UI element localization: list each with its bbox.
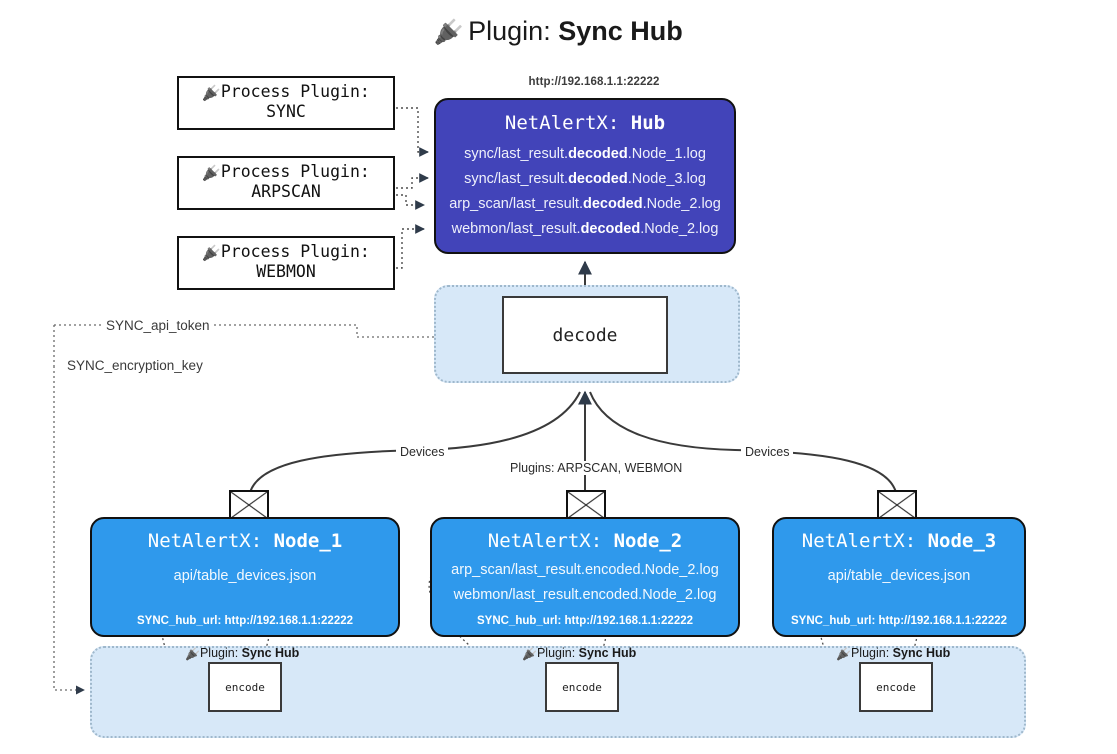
- node-box-node-1[interactable]: NetAlertX: Node_1 api/table_devices.json…: [90, 517, 400, 637]
- hub-log-list: sync/last_result.decoded.Node_1.log sync…: [436, 142, 734, 242]
- hub-node[interactable]: NetAlertX: Hub sync/last_result.decoded.…: [434, 98, 736, 254]
- edge-label-plugins: Plugins: ARPSCAN, WEBMON: [506, 461, 687, 475]
- plug-icon: 🔌: [836, 647, 851, 661]
- edge-label-devices-left: Devices: [396, 445, 449, 459]
- encoder-plugin-label: 🔌Plugin: Sync Hub: [836, 646, 950, 661]
- log-post: .Node_2.log: [640, 220, 719, 237]
- process-plugin-sync[interactable]: 🔌Process Plugin: SYNC: [177, 76, 395, 130]
- encoder-label-prefix: Plugin:: [536, 646, 579, 660]
- node-title-name: Node_3: [927, 530, 997, 552]
- page-title: 🔌Plugin: Sync Hub: [0, 16, 1117, 47]
- node-title: NetAlertX: Node_3: [774, 530, 1024, 552]
- page-title-prefix: Plugin:: [468, 16, 559, 46]
- node-title-prefix: NetAlertX:: [801, 530, 928, 552]
- node-hub-url: SYNC_hub_url: http://192.168.1.1:22222: [136, 615, 354, 627]
- encode-box-node-1[interactable]: encode: [208, 662, 282, 712]
- encoder-plugin-label: 🔌Plugin: Sync Hub: [522, 646, 636, 661]
- process-plugin-header: Process Plugin:: [220, 82, 370, 101]
- node-line: arp_scan/last_result.encoded.Node_2.log: [451, 562, 719, 578]
- plug-icon: 🔌: [434, 19, 465, 46]
- log-em: decoded: [580, 220, 641, 237]
- log-pre: arp_scan/last_result.: [449, 195, 583, 212]
- encoder-label-prefix: Plugin:: [199, 646, 242, 660]
- node-hub-url: SYNC_hub_url: http://192.168.1.1:22222: [476, 615, 694, 627]
- hub-title-name: Hub: [630, 112, 666, 134]
- encode-box-node-3[interactable]: encode: [859, 662, 933, 712]
- log-pre: sync/last_result.: [464, 146, 569, 162]
- edge-label-devices-right: Devices: [741, 445, 794, 459]
- node-title: NetAlertX: Node_1: [92, 530, 398, 552]
- page-title-name: Sync Hub: [558, 16, 683, 46]
- process-plugin-webmon[interactable]: 🔌Process Plugin: WEBMON: [177, 236, 395, 290]
- node-hub-url: SYNC_hub_url: http://192.168.1.1:22222: [790, 615, 1008, 627]
- plug-icon: 🔌: [185, 647, 200, 661]
- encode-box-node-2[interactable]: encode: [545, 662, 619, 712]
- process-plugin-arpscan[interactable]: 🔌Process Plugin: ARPSCAN: [177, 156, 395, 210]
- encoder-label-name: Sync Hub: [892, 646, 951, 660]
- envelope-icon: [877, 490, 917, 520]
- log-pre: sync/last_result.: [464, 170, 569, 187]
- process-plugin-header: Process Plugin:: [220, 162, 370, 181]
- node-line-list: arp_scan/last_result.encoded.Node_2.log …: [432, 558, 738, 609]
- node-line-list: api/table_devices.json: [92, 564, 398, 589]
- node-title: NetAlertX: Node_2: [432, 530, 738, 552]
- plug-icon: 🔌: [202, 84, 221, 102]
- log-em: decoded: [568, 146, 628, 162]
- node-line: api/table_devices.json: [173, 568, 317, 584]
- log-post: .Node_3.log: [627, 170, 706, 187]
- plug-icon: 🔌: [202, 164, 221, 182]
- encoder-label-prefix: Plugin:: [850, 646, 893, 660]
- node-box-node-3[interactable]: NetAlertX: Node_3 api/table_devices.json…: [772, 517, 1026, 637]
- sync-api-token-label: SYNC_api_token: [103, 318, 213, 333]
- envelope-icon: [566, 490, 606, 520]
- process-plugin-header: Process Plugin:: [220, 242, 370, 261]
- sync-encryption-key-label: SYNC_encryption_key: [64, 358, 206, 373]
- node-title-name: Node_2: [613, 530, 683, 552]
- encoder-label-name: Sync Hub: [241, 646, 300, 660]
- encoder-label-name: Sync Hub: [578, 646, 637, 660]
- node-line-list: api/table_devices.json: [774, 564, 1024, 589]
- hub-log-line: sync/last_result.decoded.Node_3.log: [436, 167, 734, 192]
- hub-log-line: webmon/last_result.decoded.Node_2.log: [436, 217, 734, 242]
- node-title-prefix: NetAlertX:: [487, 530, 614, 552]
- hub-url-label: http://192.168.1.1:22222: [528, 76, 660, 88]
- hub-title-prefix: NetAlertX:: [504, 112, 631, 134]
- log-em: decoded: [568, 170, 628, 187]
- log-em: decoded: [582, 195, 643, 212]
- node-title-prefix: NetAlertX:: [147, 530, 274, 552]
- log-pre: webmon/last_result.: [451, 220, 581, 237]
- log-post: .Node_1.log: [627, 146, 706, 162]
- node-line: api/table_devices.json: [827, 568, 971, 584]
- node-box-node-2[interactable]: NetAlertX: Node_2 arp_scan/last_result.e…: [430, 517, 740, 637]
- plug-icon: 🔌: [522, 647, 537, 661]
- hub-log-line: arp_scan/last_result.decoded.Node_2.log: [436, 192, 734, 217]
- process-plugin-name: ARPSCAN: [251, 182, 321, 202]
- process-plugin-name: WEBMON: [256, 262, 316, 282]
- decode-box[interactable]: decode: [502, 296, 668, 374]
- plug-icon: 🔌: [202, 244, 221, 262]
- encoder-plugin-label: 🔌Plugin: Sync Hub: [185, 646, 299, 661]
- envelope-icon: [229, 490, 269, 520]
- hub-title: NetAlertX: Hub: [436, 112, 734, 134]
- node-title-name: Node_1: [273, 530, 343, 552]
- node-line: webmon/last_result.encoded.Node_2.log: [453, 587, 717, 604]
- log-post: .Node_2.log: [642, 195, 721, 212]
- process-plugin-name: SYNC: [266, 102, 306, 122]
- hub-log-line: sync/last_result.decoded.Node_1.log: [436, 142, 734, 167]
